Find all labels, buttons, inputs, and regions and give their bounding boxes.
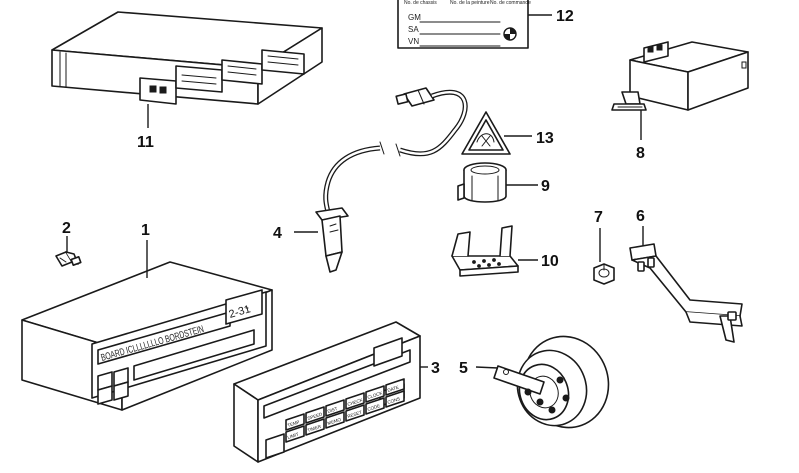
key-code: CODE [367,403,381,412]
nut-icon [593,263,615,285]
key-check: CHECK [347,397,364,407]
key-reset: RESET [347,409,363,418]
callout-13: 13 [536,130,554,147]
callout-7: 7 [594,209,603,226]
callout-6: 6 [636,208,645,225]
key-dist: DIST [327,406,339,414]
keypad-panel-icon: TEMP SPEED DIST CHECK CLOCK DATE LIMIT T… [233,321,421,463]
control-module-icon [51,11,323,105]
key-clock: CLOCK [367,390,383,400]
svg-text:No. de chassis: No. de chassis [404,0,437,6]
callout-11: 11 [137,134,154,151]
keypad-keys: TEMP SPEED DIST CHECK CLOCK DATE LIMIT T… [285,378,405,443]
bracket-icon [629,243,743,343]
plate-line-gm: GM [408,13,421,22]
temperature-sensor-icon [315,87,468,273]
callout-9: 9 [541,178,550,195]
key-timer: TIMER [307,424,323,433]
bulb-icon [55,251,82,267]
callout-3: 3 [431,360,440,377]
relay-icon [611,41,749,111]
callout-5: 5 [459,360,468,377]
key-temp: TEMP [287,419,300,428]
callout-12: 12 [556,8,574,25]
callout-2: 2 [62,220,71,237]
callout-1: 1 [141,222,150,239]
key-date: DATE [387,385,400,393]
holder-icon [451,225,519,277]
key-speed: SPEED [307,411,324,421]
callout-4: 4 [273,225,282,242]
callout-8: 8 [636,145,645,162]
label-plate-icon: No. de chassis No. de la peinture No. de… [397,0,531,49]
warning-triangle-icon [461,111,511,155]
key-limit: LIMIT [287,432,300,440]
svg-text:No. de la peinture: No. de la peinture [450,0,490,6]
key-cons: CONS [387,396,401,405]
plate-line-sa: SA [408,25,419,34]
socket-icon [457,162,507,203]
callout-10: 10 [541,253,559,270]
onboard-computer-icon: BOARD ICLLLLLLLO BORDSTEIN 2-31 [21,261,273,411]
plate-line-vn: VN [408,37,419,46]
svg-text:No. de commande: No. de commande [490,0,531,6]
horn-icon [493,335,610,429]
key-memo: MEMO [327,417,342,426]
